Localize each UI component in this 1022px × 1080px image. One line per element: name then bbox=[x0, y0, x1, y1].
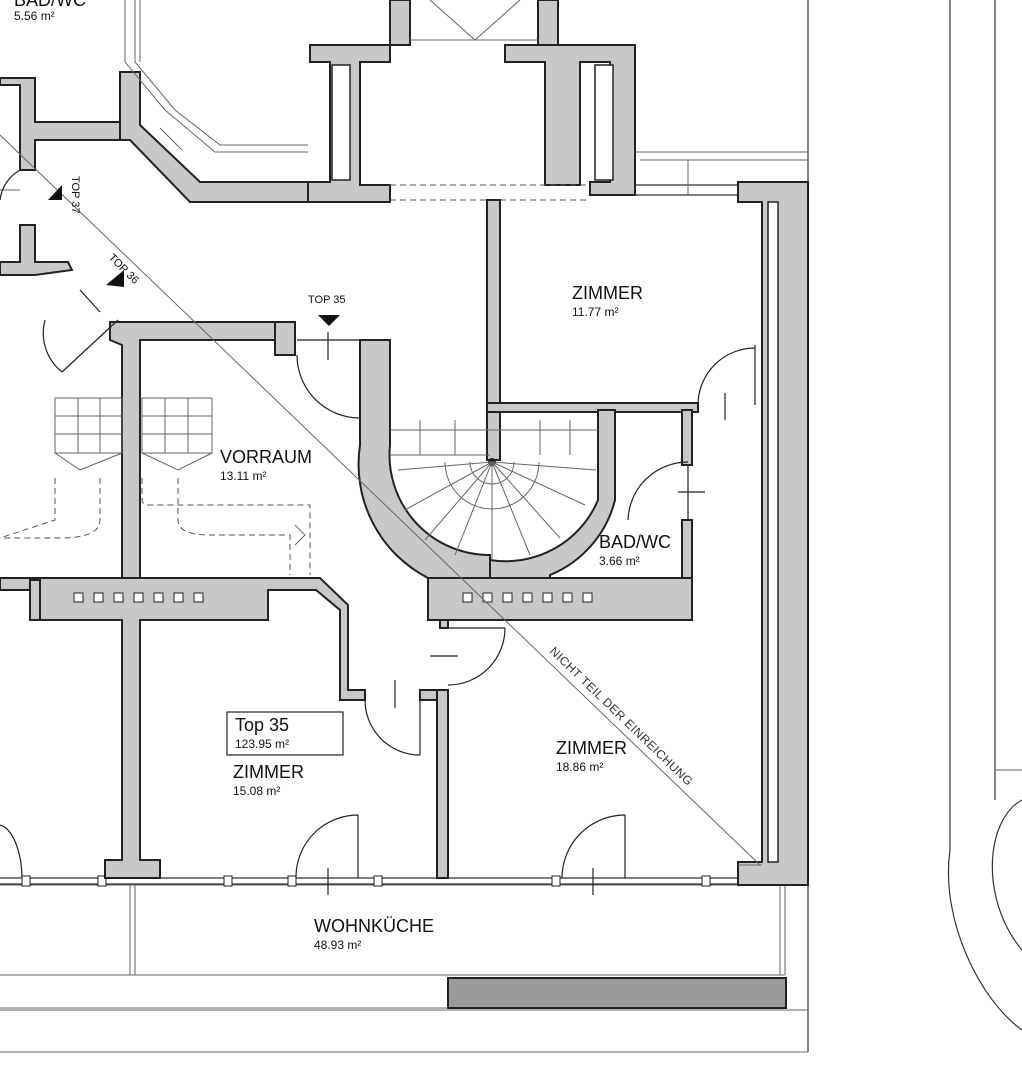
south-facade bbox=[0, 875, 738, 887]
entrance-label-top37: TOP 37 bbox=[69, 176, 81, 214]
vent-row-left bbox=[73, 592, 204, 603]
top37-marker-icon bbox=[48, 185, 62, 200]
room-name-vorraum: VORRAUM bbox=[220, 447, 312, 467]
room-name-zimmer-sw: ZIMMER bbox=[233, 762, 304, 782]
interior-walls bbox=[0, 199, 699, 879]
entrance-markers bbox=[48, 185, 340, 326]
terrace bbox=[0, 884, 787, 1009]
room-name-wohnkueche: WOHNKÜCHE bbox=[314, 916, 434, 936]
room-name-zimmer-se: ZIMMER bbox=[556, 738, 627, 758]
room-area-zimmer-sw: 15.08 m² bbox=[233, 784, 280, 798]
room-area-bad-top: 5.56 m² bbox=[14, 9, 55, 23]
straight-stairs bbox=[0, 397, 311, 575]
room-name-bad-top: BAD/WC bbox=[14, 0, 86, 10]
east-wall bbox=[737, 181, 809, 886]
spiral-staircase bbox=[390, 420, 598, 560]
room-area-zimmer-se: 18.86 m² bbox=[556, 760, 603, 774]
unit-area: 123.95 m² bbox=[235, 737, 289, 751]
room-name-zimmer-ne: ZIMMER bbox=[572, 283, 643, 303]
room-area-zimmer-ne: 11.77 m² bbox=[572, 305, 618, 319]
north-walls bbox=[119, 0, 808, 203]
northwest-walls bbox=[0, 77, 121, 276]
unit-name: Top 35 bbox=[235, 715, 289, 735]
room-name-bad-wc: BAD/WC bbox=[599, 532, 671, 552]
room-area-vorraum: 13.11 m² bbox=[220, 469, 266, 483]
room-area-bad-wc: 3.66 m² bbox=[599, 554, 640, 568]
vent-row-right bbox=[462, 592, 593, 603]
doors bbox=[0, 289, 756, 895]
entrance-label-top35: TOP 35 bbox=[308, 294, 346, 306]
submission-boundary bbox=[0, 134, 762, 866]
top35-marker-icon bbox=[318, 315, 340, 326]
room-area-wohnkueche: 48.93 m² bbox=[314, 938, 361, 952]
unit-box bbox=[226, 711, 344, 756]
top36-marker-icon bbox=[106, 270, 124, 287]
